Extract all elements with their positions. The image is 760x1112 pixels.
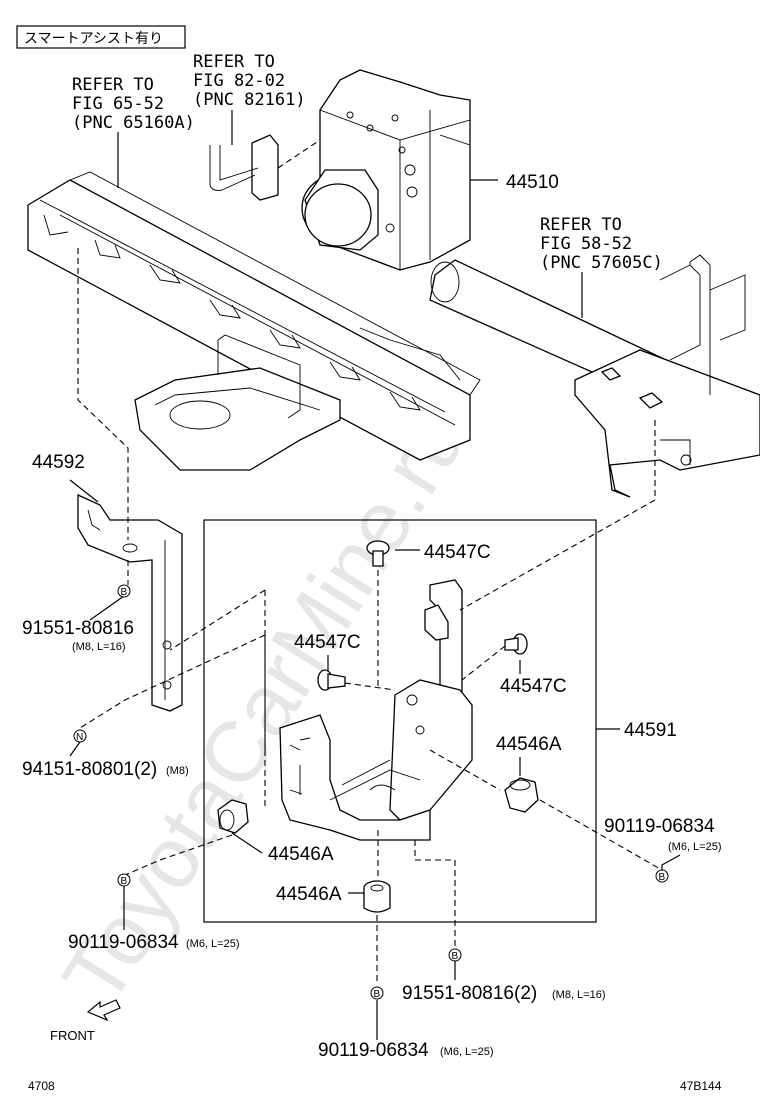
refer-block-3: REFER TO FIG 58-52 (PNC 57605C)	[540, 215, 663, 273]
footer-left-code: 4708	[28, 1079, 55, 1093]
front-arrow-icon	[86, 999, 121, 1022]
frame-cross-member-drawing	[27, 171, 481, 471]
dashed-guides	[77, 248, 663, 985]
refer-1-line-1: REFER TO	[72, 75, 154, 95]
refer-1-line-2: FIG 65-52	[72, 94, 164, 114]
label-44510: 44510	[506, 172, 559, 193]
refer-block-1: REFER TO FIG 65-52 (PNC 65160A)	[72, 75, 195, 133]
fastener-2-spec: (M8)	[166, 765, 189, 777]
connector-dash	[277, 139, 321, 169]
bracket-44592-drawing	[77, 493, 183, 712]
fastener-5-spec: (M8, L=16)	[552, 989, 606, 1001]
svg-text:B: B	[659, 872, 666, 883]
svg-text:N: N	[76, 732, 83, 743]
refer-3-line-3: (PNC 57605C)	[540, 253, 663, 273]
label-44547c-top: 44547C	[424, 542, 491, 563]
refer-3-line-1: REFER TO	[540, 215, 622, 235]
svg-text:B: B	[452, 951, 459, 962]
refer-3-line-2: FIG 58-52	[540, 234, 632, 254]
label-44591: 44591	[624, 720, 677, 741]
bushing-44546a-left-drawing	[217, 799, 249, 834]
refer-2-line-1: REFER TO	[193, 52, 275, 72]
frame-right-bracket-drawing	[574, 254, 760, 498]
fastener-3-code: 90119-06834	[604, 816, 715, 837]
bolt-44547c-left-drawing	[317, 669, 346, 691]
fastener-3-spec: (M6, L=25)	[668, 841, 722, 853]
marker-b-2: B	[117, 873, 131, 887]
fastener-2-code: 94151-80801(2)	[22, 759, 157, 780]
fastener-1-spec: (M8, L=16)	[72, 641, 126, 653]
marker-b-4: B	[370, 986, 384, 1000]
fastener-4-code: 90119-06834	[68, 932, 179, 953]
front-label: FRONT	[50, 1028, 95, 1043]
bolt-44547c-right-drawing	[504, 633, 528, 655]
label-44546a-right: 44546A	[496, 734, 562, 755]
bushing-44546a-bottom-drawing	[363, 880, 391, 913]
refer-block-2: REFER TO FIG 82-02 (PNC 82161)	[193, 52, 306, 110]
label-44546a-bottom: 44546A	[276, 884, 342, 905]
bracket-assembly-box	[203, 519, 597, 923]
fastener-6-code: 90119-06834	[318, 1040, 429, 1061]
bushing-44546a-right-drawing	[504, 777, 539, 813]
abs-actuator-44510-drawing	[301, 69, 471, 271]
footer-right-code: 47B144	[680, 1079, 722, 1093]
fastener-4-spec: (M6, L=25)	[186, 938, 240, 950]
refer-1-line-3: (PNC 65160A)	[72, 113, 195, 133]
svg-text:B: B	[121, 587, 128, 598]
marker-n: N	[73, 729, 87, 743]
label-44547c-left: 44547C	[294, 632, 361, 653]
marker-b-3: B	[448, 948, 462, 962]
label-leaders	[69, 179, 681, 1040]
refer-2-line-2: FIG 82-02	[193, 71, 285, 91]
fastener-6-spec: (M6, L=25)	[440, 1046, 494, 1058]
svg-text:B: B	[121, 876, 128, 887]
refer-2-line-3: (PNC 82161)	[193, 90, 306, 110]
svg-text:B: B	[374, 989, 381, 1000]
label-44592: 44592	[32, 452, 85, 473]
marker-b-5: B	[655, 869, 669, 883]
header-tag-text: スマートアシスト有り	[24, 30, 163, 46]
fastener-1-code: 91551-80816	[22, 618, 134, 639]
marker-b-1: B	[117, 584, 131, 598]
fastener-5-code: 91551-80816(2)	[402, 983, 537, 1004]
sensor-connector-drawing	[209, 134, 279, 201]
bolt-44547c-top-drawing	[366, 540, 390, 567]
label-44546a-left: 44546A	[268, 844, 334, 865]
header-tag: スマートアシスト有り	[16, 25, 186, 49]
label-44547c-right: 44547C	[500, 676, 567, 697]
